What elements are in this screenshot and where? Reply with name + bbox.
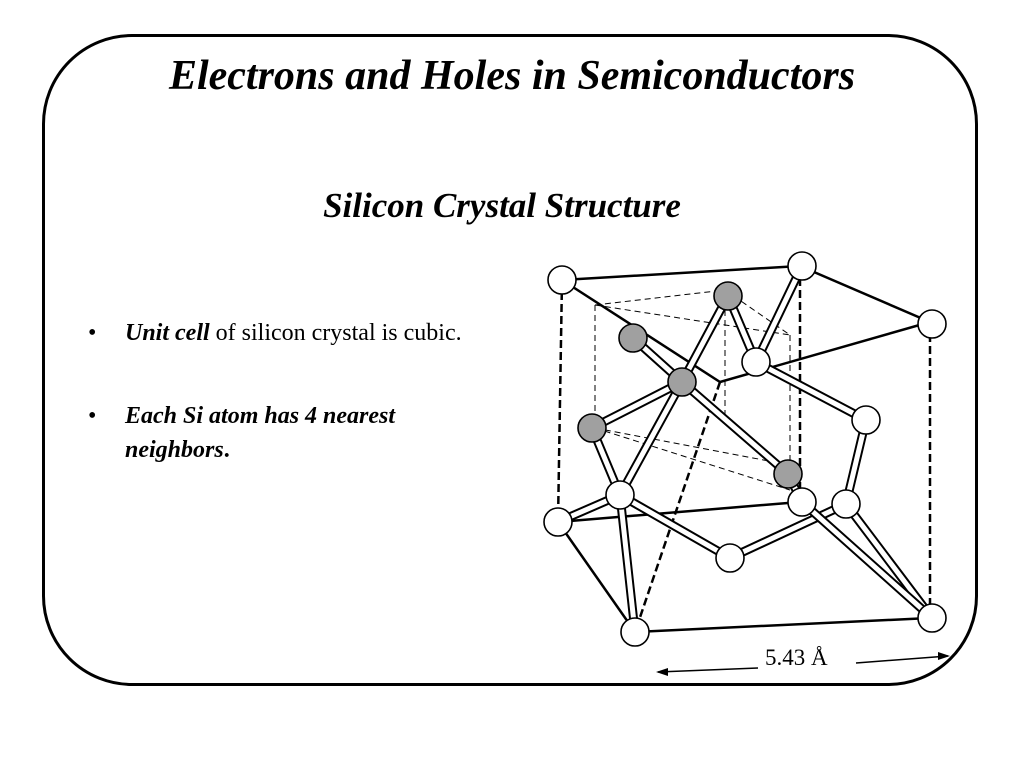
bullet-lead: Each Si atom has 4 nearest neighbors	[125, 403, 396, 463]
bond-inner	[679, 293, 731, 385]
shaded-si-atom	[667, 367, 697, 397]
inner-edge	[594, 427, 791, 466]
bullet-marker: •	[88, 403, 97, 429]
si-atom	[715, 543, 745, 573]
cell-edge	[556, 521, 637, 633]
atoms	[543, 251, 947, 647]
si-atom	[547, 265, 577, 295]
dimension-label: 5.43 Å	[765, 645, 828, 670]
si-atom	[741, 347, 771, 377]
bullet-text: of silicon crystal is cubic.	[209, 320, 462, 346]
bond-inner	[843, 501, 935, 621]
shaded-si-atom	[713, 281, 743, 311]
si-atom	[851, 405, 881, 435]
cell-edge	[799, 264, 931, 324]
si-atom	[917, 603, 947, 633]
slide-subtitle: Silicon Crystal Structure	[323, 186, 681, 225]
bullet-list: • Unit cell of silicon crystal is cubic.…	[88, 316, 488, 516]
bond-inner	[589, 379, 685, 431]
bond-inner	[679, 379, 791, 477]
inner-cube-edges	[594, 289, 791, 491]
slide-title: Electrons and Holes in Semiconductors	[168, 53, 856, 99]
bullet-item-unit-cell: • Unit cell of silicon crystal is cubic.	[88, 316, 488, 350]
shaded-si-atom	[577, 413, 607, 443]
bullet-item-neighbors: • Each Si atom has 4 nearest neighbors.	[88, 399, 488, 467]
bullet-lead: Unit cell	[125, 320, 210, 346]
shaded-si-atom	[773, 459, 803, 489]
bond-inner	[799, 499, 935, 621]
si-atom	[787, 251, 817, 281]
si-atom	[620, 617, 650, 647]
cell-edge	[561, 264, 801, 282]
si-atom	[543, 507, 573, 537]
si-atom	[917, 309, 947, 339]
bond-inner	[753, 263, 805, 365]
inner-edge	[594, 427, 791, 491]
si-atom	[605, 480, 635, 510]
slide-frame	[42, 34, 978, 686]
silicon-unit-cell-diagram: 5.43 Å	[543, 251, 950, 676]
inner-edge	[594, 304, 791, 336]
cell-edges	[556, 264, 932, 634]
cell-edge	[634, 616, 931, 634]
cell-edge	[556, 279, 564, 523]
dimension-arrow	[656, 652, 950, 676]
cell-edge	[557, 500, 801, 524]
bullet-marker: •	[88, 320, 97, 346]
bond-inner	[727, 501, 849, 561]
bond-inner	[753, 359, 869, 423]
bond-lines	[553, 261, 937, 637]
cell-edge	[633, 381, 722, 633]
bond-inner	[617, 492, 638, 635]
si-atom	[831, 489, 861, 519]
si-atom	[787, 487, 817, 517]
bond-inner	[617, 379, 685, 498]
bullet-text: .	[223, 437, 230, 463]
bond-inner	[617, 492, 733, 561]
inner-edge	[594, 289, 726, 306]
shaded-si-atom	[618, 323, 648, 353]
